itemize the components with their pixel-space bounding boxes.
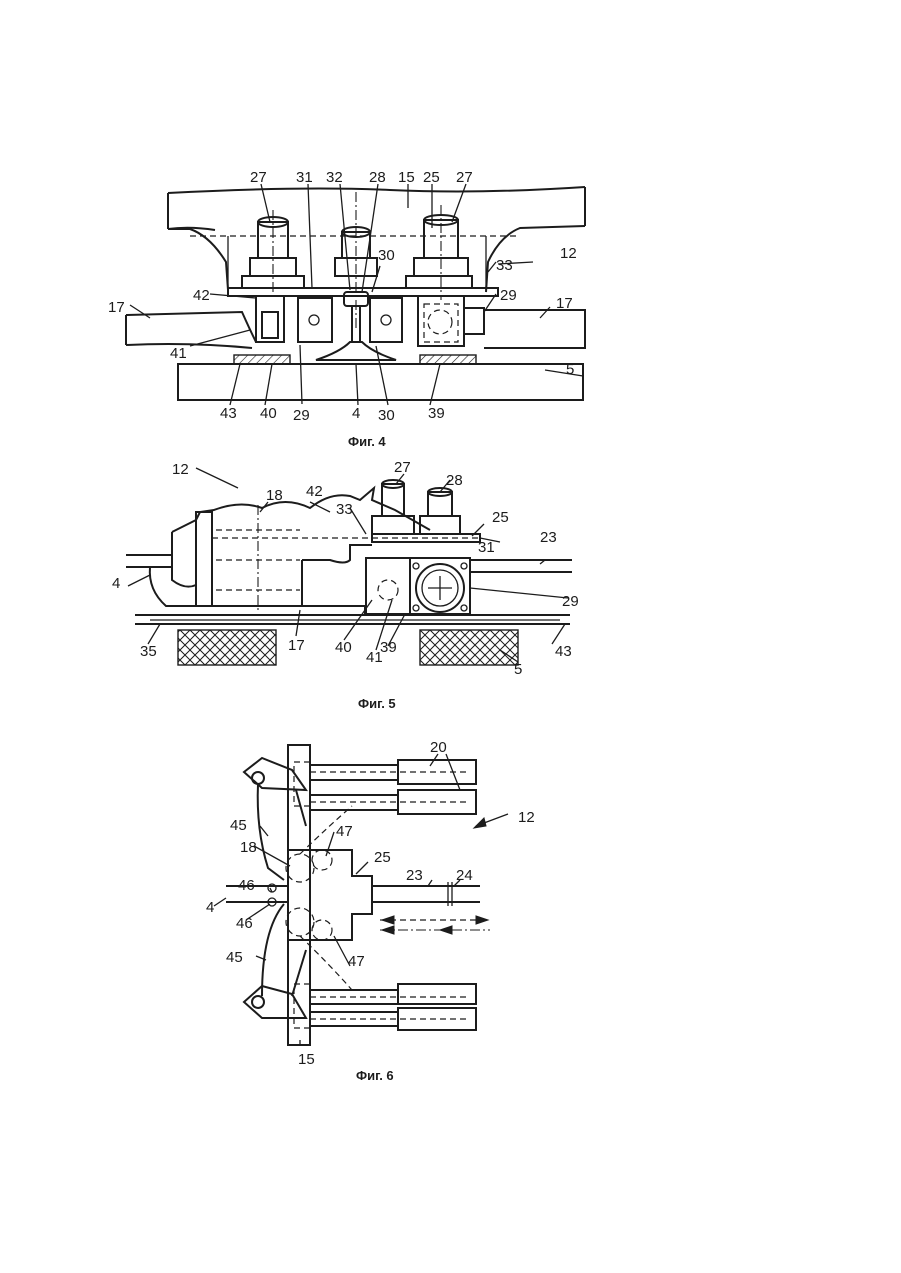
fig4-label-27a: 27 <box>250 169 267 186</box>
fig4-label-41: 41 <box>170 345 187 362</box>
fig4-label-40: 40 <box>260 405 277 422</box>
fig5-label-28: 28 <box>446 472 463 489</box>
figure-6: 20 12 45 47 18 25 46 23 24 4 46 45 47 15… <box>206 739 535 1083</box>
fig4-label-30a: 30 <box>378 247 395 264</box>
fig6-label-45a: 45 <box>230 817 247 834</box>
fig5-label-35: 35 <box>140 643 157 660</box>
fig4-label-39: 39 <box>428 405 445 422</box>
fig5-label-18: 18 <box>266 487 283 504</box>
fig4-label-15: 15 <box>398 169 415 186</box>
fig5-label-5: 5 <box>514 661 522 678</box>
fig6-label-45b: 45 <box>226 949 243 966</box>
fig4-label-33: 33 <box>496 257 513 274</box>
fig6-label-46a: 46 <box>238 877 255 894</box>
fig4-label-29a: 29 <box>500 287 517 304</box>
fig4-label-30b: 30 <box>378 407 395 424</box>
fig4-label-17b: 17 <box>556 295 573 312</box>
fig4-label-27b: 27 <box>456 169 473 186</box>
fig6-label-12: 12 <box>518 809 535 826</box>
fig4-label-17a: 17 <box>108 299 125 316</box>
fig4-label-29b: 29 <box>293 407 310 424</box>
fig4-label-12: 12 <box>560 245 577 262</box>
fig6-label-47a: 47 <box>336 823 353 840</box>
fig6-label-25: 25 <box>374 849 391 866</box>
fig4-label-25: 25 <box>423 169 440 186</box>
figure-5: 12 27 28 18 42 33 25 23 31 4 29 35 40 41… <box>112 459 579 711</box>
fig4-label-31: 31 <box>296 169 313 186</box>
fig6-label-46b: 46 <box>236 915 253 932</box>
figure-4: 27 31 32 28 15 25 27 12 30 33 42 17 29 1… <box>108 169 585 449</box>
fig6-label-47b: 47 <box>348 953 365 970</box>
fig4-label-42: 42 <box>193 287 210 304</box>
fig5-label-33: 33 <box>336 501 353 518</box>
fig6-label-20: 20 <box>430 739 447 756</box>
fig6-label-4: 4 <box>206 899 214 916</box>
fig5-label-39: 39 <box>380 639 397 656</box>
fig4-label-43: 43 <box>220 405 237 422</box>
fig4-label-5: 5 <box>566 361 574 378</box>
fig5-label-40: 40 <box>335 639 352 656</box>
fig5-label-17: 17 <box>288 637 305 654</box>
fig6-caption: Фиг. 6 <box>356 1068 394 1083</box>
fig4-label-28: 28 <box>369 169 386 186</box>
fig5-label-25: 25 <box>492 509 509 526</box>
fig6-label-24: 24 <box>456 867 473 884</box>
fig5-label-4: 4 <box>112 575 120 592</box>
fig5-label-29: 29 <box>562 593 579 610</box>
fig5-label-42: 42 <box>306 483 323 500</box>
fig5-label-31: 31 <box>478 539 495 556</box>
fig5-label-12: 12 <box>172 461 189 478</box>
fig6-label-18: 18 <box>240 839 257 856</box>
fig5-label-23: 23 <box>540 529 557 546</box>
fig6-label-23: 23 <box>406 867 423 884</box>
fig5-label-27: 27 <box>394 459 411 476</box>
fig4-label-4: 4 <box>352 405 360 422</box>
fig4-caption: Фиг. 4 <box>348 434 386 449</box>
fig6-label-15: 15 <box>298 1051 315 1068</box>
fig4-label-32: 32 <box>326 169 343 186</box>
fig5-label-43: 43 <box>555 643 572 660</box>
fig5-caption: Фиг. 5 <box>358 696 396 711</box>
